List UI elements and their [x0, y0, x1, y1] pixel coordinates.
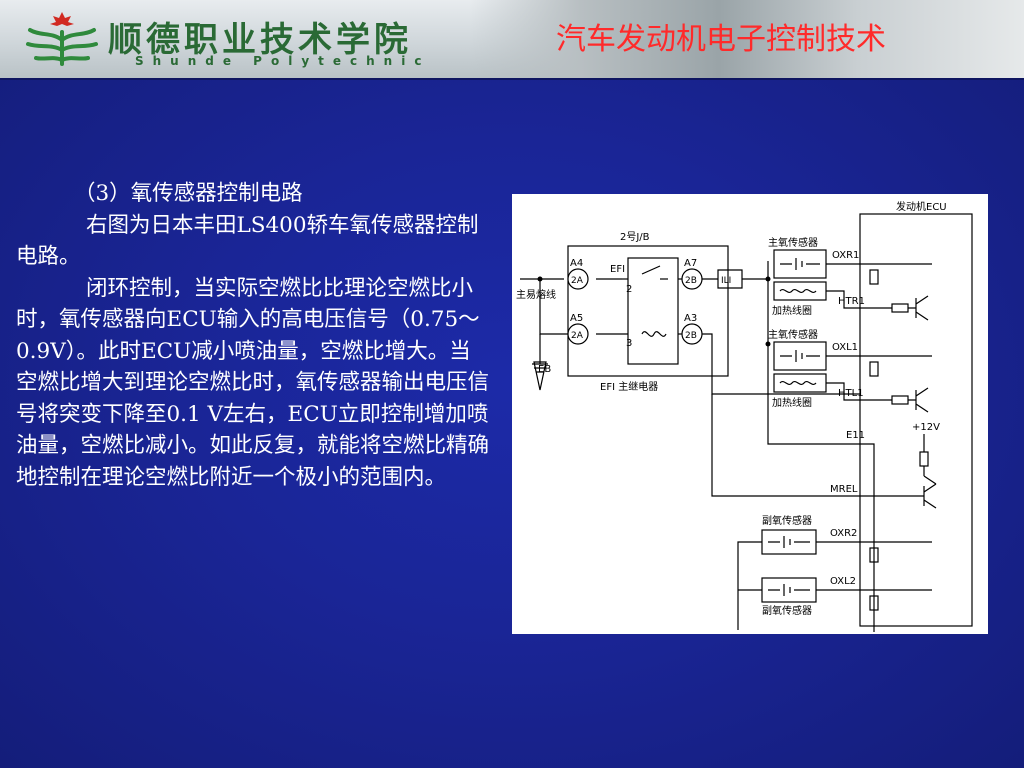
terminal-2a-bottom: 2A: [571, 331, 584, 341]
ecu-box: [859, 213, 973, 627]
oxr1-label: OXR1: [832, 250, 859, 261]
heater-coil-2-label: 加热线圈: [772, 396, 812, 409]
connector-a3: A3: [684, 313, 697, 324]
oxygen-sensor-circuit: 发动机ECU 2号J/B EFI 主继电器 EFI 主易熔线 EB ILI 主氧…: [516, 200, 973, 632]
campus-photo: [470, 0, 1024, 78]
heater-coil-1-label: 加热线圈: [772, 304, 812, 317]
mrel-label: MREL: [830, 484, 858, 495]
fuse-label: EFI: [610, 264, 625, 275]
school-logo-icon: [26, 12, 98, 66]
eb-label: EB: [538, 364, 551, 375]
connector-a7: A7: [684, 258, 697, 269]
plus12v-label: +12V: [912, 422, 940, 433]
efi-relay-label: EFI 主继电器: [600, 380, 658, 393]
htl1-label: HTL1: [838, 388, 864, 399]
school-name-en: Shunde Polytechnic: [135, 54, 431, 68]
terminal-2b-top: 2B: [685, 276, 697, 286]
body-text: （3）氧传感器控制电路 右图为日本丰田LS400轿车氧传感器控制电路。 闭环控制…: [16, 178, 491, 493]
connector-a4: A4: [570, 258, 583, 269]
terminal-2a-top: 2A: [571, 276, 584, 286]
paragraph-closed-loop: 闭环控制，当实际空燃比比理论空燃比小时，氧传感器向ECU输入的高电压信号（0.7…: [16, 275, 490, 490]
oxr2-label: OXR2: [830, 528, 857, 539]
connector-a5: A5: [570, 313, 583, 324]
sub-sensor-1-label: 副氧传感器: [762, 514, 812, 527]
oxl1-label: OXL1: [832, 342, 858, 353]
terminal-2b-bottom: 2B: [685, 331, 697, 341]
pin-3: 3: [626, 338, 632, 349]
main-sensor-2-label: 主氧传感器: [768, 328, 818, 341]
school-name-cn: 顺德职业技术学院: [108, 20, 412, 60]
pin-2: 2: [626, 284, 632, 295]
main-sensor-1-label: 主氧传感器: [768, 236, 818, 249]
header-banner: 顺德职业技术学院 Shunde Polytechnic 汽车发动机电子控制技术: [0, 0, 1024, 78]
circuit-diagram: 发动机ECU 2号J/B EFI 主继电器 EFI 主易熔线 EB ILI 主氧…: [512, 194, 988, 634]
sub-sensor-2-label: 副氧传感器: [762, 604, 812, 617]
ecu-label: 发动机ECU: [896, 200, 947, 213]
section-heading: （3）氧传感器控制电路: [74, 181, 303, 206]
jb-label: 2号J/B: [620, 231, 650, 243]
paragraph-intro: 右图为日本丰田LS400轿车氧传感器控制电路。: [16, 212, 479, 270]
htr1-label: HTR1: [838, 296, 865, 307]
oxl2-label: OXL2: [830, 576, 856, 587]
ili-label: ILI: [721, 276, 731, 286]
main-fusible-label: 主易熔线: [516, 288, 556, 301]
course-title: 汽车发动机电子控制技术: [556, 22, 886, 57]
e11-label: E11: [846, 430, 865, 441]
header-divider: [0, 78, 1024, 80]
